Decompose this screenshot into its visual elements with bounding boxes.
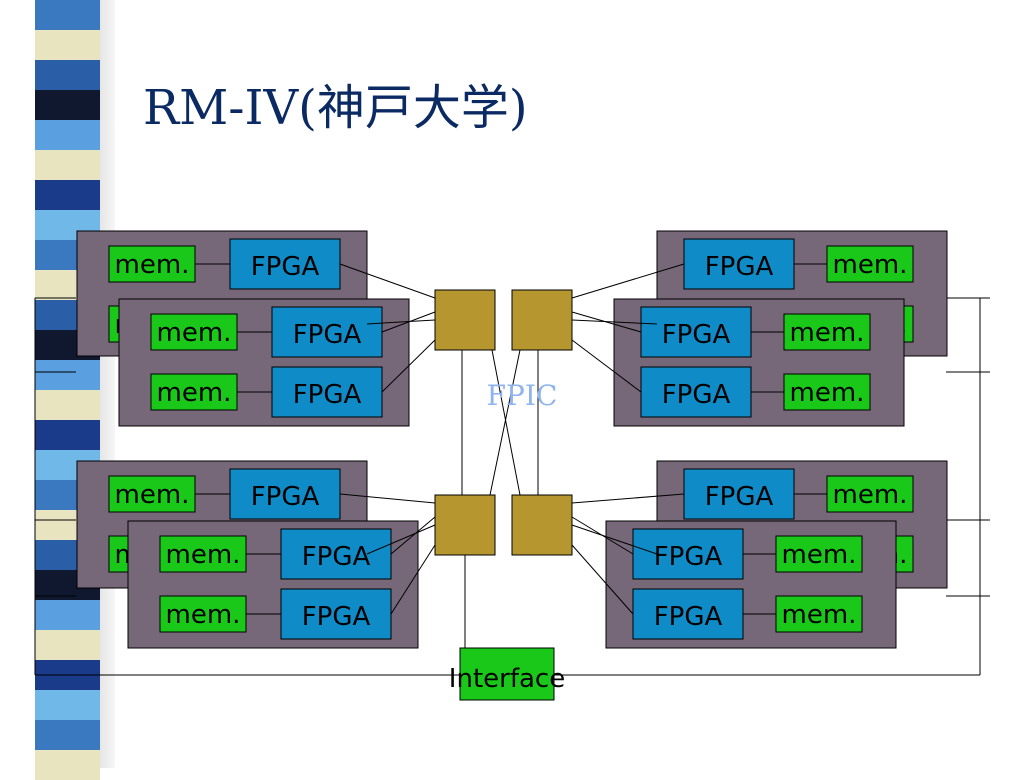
memory-label: mem. bbox=[115, 480, 190, 510]
memory-block bbox=[826, 245, 914, 283]
fpic-link bbox=[491, 349, 521, 496]
fpga-fpic-link bbox=[571, 339, 642, 393]
fpga-fpic-link bbox=[571, 319, 658, 325]
fpga-label: FPGA bbox=[705, 252, 774, 282]
stripe-segment bbox=[35, 360, 100, 390]
memory-label: mem. bbox=[790, 378, 865, 408]
fpga-label: FPGA bbox=[654, 602, 723, 632]
fpic-switch bbox=[511, 494, 573, 556]
fpga-label: FPGA bbox=[662, 380, 731, 410]
stripe-segment bbox=[35, 180, 100, 210]
memory-block bbox=[150, 373, 238, 411]
memory-block bbox=[150, 313, 238, 351]
fpga-block bbox=[280, 588, 392, 640]
memory-label: mem. bbox=[782, 600, 857, 630]
fpga-label: FPGA bbox=[293, 320, 362, 350]
memory-label: mem. bbox=[833, 250, 908, 280]
fpga-block bbox=[632, 528, 744, 580]
fpic-switch bbox=[511, 289, 573, 351]
fpga-label: FPGA bbox=[705, 482, 774, 512]
interface-block bbox=[459, 647, 555, 701]
fpga-block bbox=[229, 468, 341, 520]
memory-block bbox=[783, 373, 871, 411]
memory-block bbox=[108, 475, 196, 513]
fpga-block bbox=[683, 468, 795, 520]
fpga-block bbox=[229, 238, 341, 290]
fpga-label: FPGA bbox=[302, 602, 371, 632]
memory-label: mem. bbox=[782, 540, 857, 570]
fpga-fpic-link bbox=[571, 493, 685, 504]
fpga-block bbox=[640, 366, 752, 418]
fpga-fpic-link bbox=[339, 263, 436, 299]
fpga-block bbox=[271, 306, 383, 358]
memory-label: mem. bbox=[157, 378, 232, 408]
fpga-block bbox=[280, 528, 392, 580]
stripe-segment bbox=[35, 120, 100, 150]
stripe-segment bbox=[35, 60, 100, 90]
stripe-segment bbox=[35, 150, 100, 180]
memory-label: mem. bbox=[790, 318, 865, 348]
memory-block bbox=[159, 535, 247, 573]
fpic-switch bbox=[434, 494, 496, 556]
stripe-segment bbox=[35, 720, 100, 750]
memory-block bbox=[775, 535, 863, 573]
memory-label: mem. bbox=[833, 480, 908, 510]
fpga-block bbox=[640, 306, 752, 358]
fpga-label: FPGA bbox=[251, 482, 320, 512]
memory-block bbox=[108, 245, 196, 283]
fpga-fpic-link bbox=[366, 524, 436, 555]
stripe-segment bbox=[35, 0, 100, 30]
fpga-label: FPGA bbox=[302, 542, 371, 572]
slide-title: RM-IV(神戸大学) bbox=[143, 80, 528, 136]
stripe-segment bbox=[35, 690, 100, 720]
fpic-switch bbox=[434, 289, 496, 351]
fpga-label: FPGA bbox=[251, 252, 320, 282]
fpga-block bbox=[683, 238, 795, 290]
memory-label: mem. bbox=[166, 540, 241, 570]
fpic-label: FPIC bbox=[487, 379, 558, 412]
memory-block bbox=[783, 313, 871, 351]
fpga-fpic-link bbox=[571, 524, 658, 555]
interface-label: Interface bbox=[449, 664, 565, 694]
fpga-fpic-link bbox=[390, 516, 436, 555]
stripe-segment bbox=[35, 630, 100, 660]
fpga-fpic-link bbox=[571, 263, 685, 299]
fpga-fpic-link bbox=[381, 339, 436, 393]
memory-label: mem. bbox=[157, 318, 232, 348]
stripe-segment bbox=[35, 420, 100, 450]
stripe-segment bbox=[35, 30, 100, 60]
fpic-link bbox=[489, 349, 521, 496]
fpga-fpic-link bbox=[339, 493, 436, 504]
fpga-label: FPGA bbox=[654, 542, 723, 572]
memory-label: mem. bbox=[115, 250, 190, 280]
fpga-label: FPGA bbox=[293, 380, 362, 410]
memory-block bbox=[826, 475, 914, 513]
memory-label: mem. bbox=[166, 600, 241, 630]
stripe-segment bbox=[35, 90, 100, 120]
fpga-label: FPGA bbox=[662, 320, 731, 350]
stripe-segment bbox=[35, 390, 100, 420]
memory-block bbox=[775, 595, 863, 633]
fpga-fpic-link bbox=[390, 544, 436, 615]
fpga-fpic-link bbox=[571, 544, 634, 615]
memory-block bbox=[159, 595, 247, 633]
fpga-fpic-link bbox=[366, 319, 436, 325]
stripe-segment bbox=[35, 600, 100, 630]
